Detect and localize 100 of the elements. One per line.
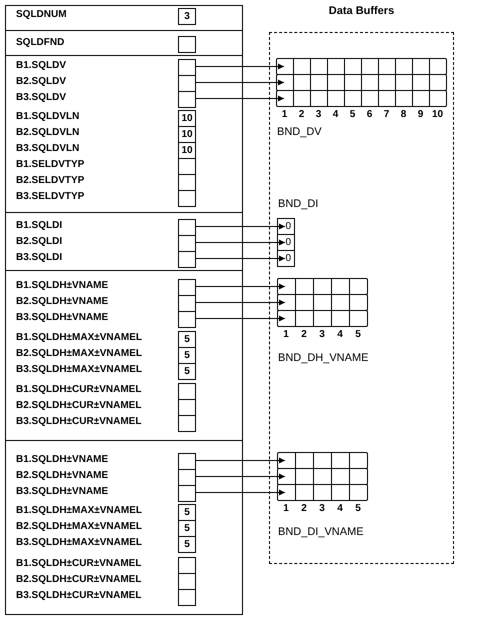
value-cell bbox=[178, 174, 196, 191]
column-number: 3 bbox=[314, 109, 322, 120]
value-cell bbox=[178, 383, 196, 400]
column-number: 4 bbox=[336, 503, 344, 514]
column-number: 1 bbox=[280, 109, 288, 120]
arrow bbox=[194, 96, 284, 102]
buffer-row bbox=[276, 90, 447, 107]
field-name: B3.SQLDV bbox=[16, 91, 66, 105]
column-number: 5 bbox=[354, 503, 362, 514]
field-name: SQLDNUM bbox=[16, 8, 67, 22]
buffer-row bbox=[276, 74, 447, 91]
column-number: 5 bbox=[348, 109, 356, 120]
column-number: 7 bbox=[382, 109, 390, 120]
field-name: B1.SQLDV bbox=[16, 59, 66, 73]
value-cell bbox=[178, 279, 196, 296]
value-cell bbox=[178, 485, 196, 502]
buffer-name: BND_DI bbox=[278, 197, 318, 212]
descriptor-panel bbox=[5, 5, 243, 615]
field-name: B2.SQLDVLN bbox=[16, 126, 80, 140]
field-name: B2.SQLDH±VNAME bbox=[16, 469, 108, 483]
field-name: B2.SQLDH±MAX±VNAMEL bbox=[16, 520, 142, 534]
arrow bbox=[194, 474, 286, 480]
value-cell bbox=[178, 295, 196, 312]
value-cell bbox=[178, 589, 196, 606]
field-name: B2.SELDVTYP bbox=[16, 174, 84, 188]
field-name: B2.SQLDH±CUR±VNAMEL bbox=[16, 399, 142, 413]
arrow bbox=[194, 224, 286, 230]
value-cell bbox=[178, 415, 196, 432]
indicator-cell: 0 bbox=[277, 218, 295, 235]
value-cell bbox=[178, 573, 196, 590]
field-name: B1.SQLDI bbox=[16, 219, 62, 233]
arrow bbox=[194, 80, 284, 86]
value-cell bbox=[178, 75, 196, 92]
field-name: B3.SELDVTYP bbox=[16, 190, 84, 204]
column-number: 4 bbox=[336, 329, 344, 340]
buffer-row bbox=[277, 294, 368, 311]
field-name: B3.SQLDI bbox=[16, 251, 62, 265]
value-cell bbox=[178, 235, 196, 252]
arrow bbox=[194, 458, 286, 464]
indicator-cell: 0 bbox=[277, 250, 295, 267]
value-cell: 3 bbox=[178, 8, 196, 25]
column-number: 4 bbox=[332, 109, 340, 120]
buffer-row bbox=[277, 310, 368, 327]
field-name: B1.SQLDH±VNAME bbox=[16, 279, 108, 293]
column-number: 3 bbox=[318, 329, 326, 340]
field-name: B1.SQLDH±VNAME bbox=[16, 453, 108, 467]
value-cell bbox=[178, 158, 196, 175]
value-cell: 5 bbox=[178, 331, 196, 348]
value-cell bbox=[178, 399, 196, 416]
value-cell: 5 bbox=[178, 504, 196, 521]
value-cell bbox=[178, 91, 196, 108]
value-cell: 10 bbox=[178, 126, 196, 143]
buffer-row bbox=[277, 452, 368, 469]
column-number: 2 bbox=[300, 503, 308, 514]
column-number: 3 bbox=[318, 503, 326, 514]
field-name: B1.SQLDH±MAX±VNAMEL bbox=[16, 331, 142, 345]
value-cell bbox=[178, 557, 196, 574]
value-cell bbox=[178, 469, 196, 486]
field-name: B3.SQLDVLN bbox=[16, 142, 80, 156]
value-cell: 5 bbox=[178, 347, 196, 364]
buffer-row bbox=[277, 468, 368, 485]
value-cell bbox=[178, 311, 196, 328]
column-number: 2 bbox=[298, 109, 306, 120]
arrow bbox=[194, 300, 286, 306]
field-name: B3.SQLDH±CUR±VNAMEL bbox=[16, 589, 142, 603]
buffer-name: BND_DH_VNAME bbox=[278, 350, 368, 366]
field-name: B1.SQLDH±CUR±VNAMEL bbox=[16, 557, 142, 571]
buffer-name: BND_DV bbox=[277, 124, 322, 140]
value-cell bbox=[178, 59, 196, 76]
value-cell bbox=[178, 251, 196, 268]
field-name: B2.SQLDH±MAX±VNAMEL bbox=[16, 347, 142, 361]
buffer-row bbox=[276, 58, 447, 75]
field-name: B3.SQLDH±VNAME bbox=[16, 485, 108, 499]
field-name: B3.SQLDH±MAX±VNAMEL bbox=[16, 536, 142, 550]
field-name: B1.SQLDVLN bbox=[16, 110, 80, 124]
field-name: B3.SQLDH±VNAME bbox=[16, 311, 108, 325]
field-name: B1.SQLDH±MAX±VNAMEL bbox=[16, 504, 142, 518]
column-number: 9 bbox=[416, 109, 424, 120]
value-cell bbox=[178, 190, 196, 207]
value-cell: 10 bbox=[178, 110, 196, 127]
field-name: B1.SELDVTYP bbox=[16, 158, 84, 172]
column-number: 8 bbox=[400, 109, 408, 120]
arrow bbox=[194, 256, 286, 262]
field-name: B1.SQLDH±CUR±VNAMEL bbox=[16, 383, 142, 397]
value-cell bbox=[178, 36, 196, 53]
value-cell: 5 bbox=[178, 520, 196, 537]
field-name: B2.SQLDV bbox=[16, 75, 66, 89]
field-name: B2.SQLDI bbox=[16, 235, 62, 249]
column-number: 1 bbox=[282, 503, 290, 514]
column-number: 10 bbox=[430, 109, 444, 120]
field-name: SQLDFND bbox=[16, 36, 64, 50]
column-number: 6 bbox=[366, 109, 374, 120]
column-number: 5 bbox=[354, 329, 362, 340]
arrow bbox=[194, 240, 286, 246]
field-name: B3.SQLDH±MAX±VNAMEL bbox=[16, 363, 142, 377]
value-cell: 5 bbox=[178, 536, 196, 553]
buffer-row bbox=[277, 484, 368, 501]
column-number: 2 bbox=[300, 329, 308, 340]
arrow bbox=[194, 490, 286, 496]
arrow bbox=[194, 316, 286, 322]
